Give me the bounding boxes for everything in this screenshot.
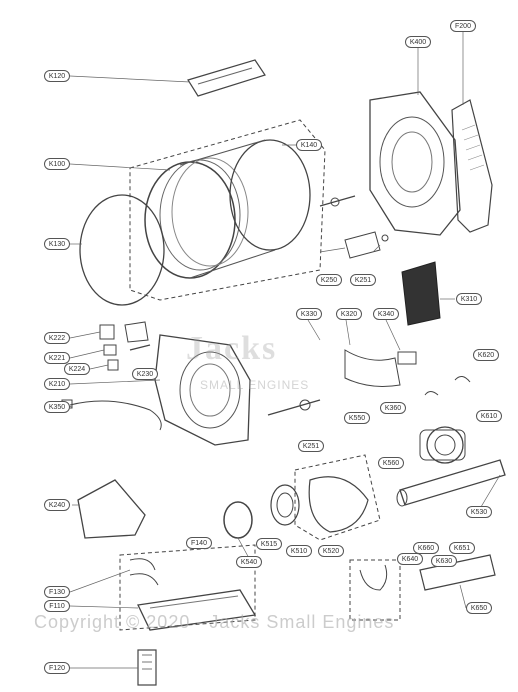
callout-K660: K660 [413,542,439,554]
callout-K350: K350 [44,401,70,413]
filter-housing-outline [349,559,401,621]
drum-rear-ring [229,139,311,251]
callout-K130: K130 [44,238,70,250]
top-duct-part [187,59,266,97]
front-cover-part [77,479,146,539]
callout-K222: K222 [44,332,70,344]
drum-front-ring [144,161,236,279]
bearing-housing-part [344,231,381,259]
callout-K560: K560 [378,457,404,469]
callout-K620: K620 [473,349,499,361]
watermark-copyright: Copyright © 2020 - Jacks Small Engines [34,612,395,632]
mount-bracket-part [419,554,496,591]
callout-K310: K310 [456,293,482,305]
callout-K250: K250 [316,274,342,286]
callout-K330: K330 [296,308,322,320]
callout-K340: K340 [373,308,399,320]
callout-K520: K520 [318,545,344,557]
callout-K240: K240 [44,499,70,511]
callout-K650: K650 [466,602,492,614]
callout-K230: K230 [132,368,158,380]
bottom-assembly-outline [119,544,256,631]
callout-K140: K140 [296,139,322,151]
lint-filter-tray-part [137,589,257,631]
callout-K120: K120 [44,70,70,82]
callout-F140: F140 [186,537,212,549]
fan-gasket-part [223,501,253,539]
callout-K224: K224 [64,363,90,375]
callout-K515: K515 [256,538,282,550]
callout-K550: K550 [344,412,370,424]
callout-F130: F130 [44,586,70,598]
fan-housing-outline [294,454,381,541]
watermark-logo-subtitle: SMALL ENGINES [200,378,310,392]
rear-filter-panel [451,99,493,233]
rear-bulkhead-part [369,91,461,236]
exhaust-duct-part [399,459,506,506]
callout-K221: K221 [44,352,70,364]
callout-F200: F200 [450,20,476,32]
callout-K530: K530 [466,506,492,518]
motor-part [426,426,464,464]
callout-K610: K610 [476,410,502,422]
callout-K510: K510 [286,545,312,557]
callout-K100: K100 [44,158,70,170]
callout-K640: K640 [397,553,423,565]
callout-K540: K540 [236,556,262,568]
callout-K320: K320 [336,308,362,320]
callout-K251: K251 [350,274,376,286]
callout-F120: F120 [44,662,70,674]
foam-pad-part [401,261,441,326]
drum-gasket-ring [79,194,165,306]
callout-F110: F110 [44,600,70,612]
callout-K400: K400 [405,36,431,48]
blower-fan-part [270,484,300,526]
front-bulkhead-part [154,334,251,446]
wire-harness-part [69,400,162,431]
callout-K360: K360 [380,402,406,414]
drum-assembly-outline [129,119,326,301]
callout-K651: K651 [449,542,475,554]
watermark-logo: Jacks [186,330,278,367]
filter-cartridge-part [137,649,157,686]
callout-K630: K630 [431,555,457,567]
callout-K210: K210 [44,378,70,390]
callout-K251-lower: K251 [298,440,324,452]
idler-bracket-part [344,349,401,387]
switch-part [99,324,115,340]
